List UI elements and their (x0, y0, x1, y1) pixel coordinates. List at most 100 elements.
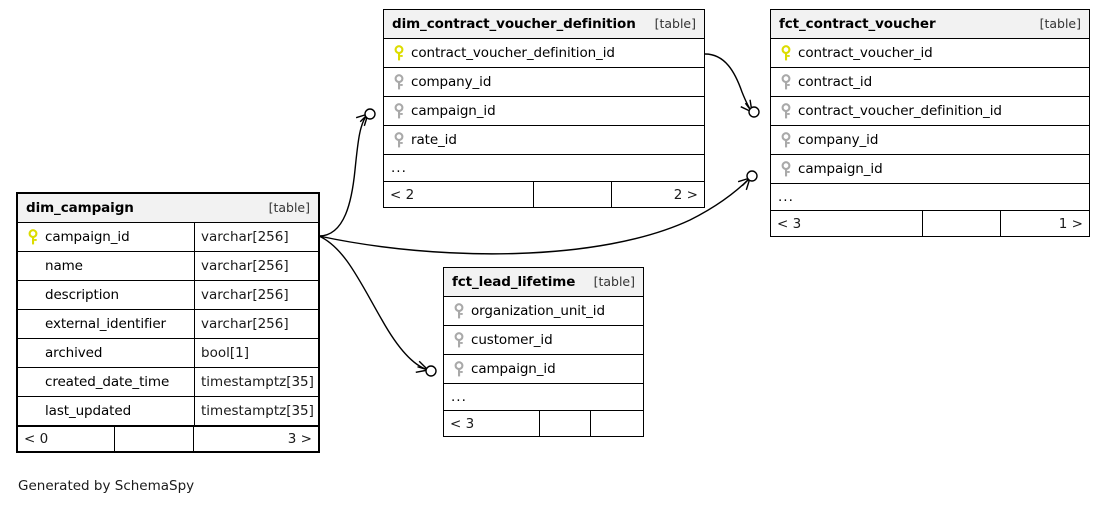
foreign-key-icon (391, 102, 407, 120)
key-placeholder (25, 382, 45, 383)
footer-middle (534, 182, 612, 207)
foreign-key-icon (778, 131, 794, 149)
table-fct-contract-voucher[interactable]: fct_contract_voucher [table] contract_vo… (770, 9, 1090, 237)
table-type-tag: [table] (268, 200, 310, 215)
table-footer: < 0 3 > (18, 426, 318, 451)
footer-child-count: 2 > (673, 186, 698, 203)
table-dim-campaign[interactable]: dim_campaign [table] campaign_id varchar… (16, 192, 320, 453)
column-name: customer_id (471, 332, 553, 348)
table-row[interactable]: campaign_id varchar[256] (18, 223, 318, 252)
table-row[interactable]: archived bool[1] (18, 339, 318, 368)
table-dim-contract-voucher-definition[interactable]: dim_contract_voucher_definition [table] … (383, 9, 705, 208)
edge-dim-contract-voucher-definition-to-fct-contract-voucher (704, 53, 760, 118)
table-header: fct_lead_lifetime [table] (444, 268, 643, 297)
column-name: last_updated (45, 403, 132, 419)
column-type: varchar[256] (194, 281, 318, 309)
more-columns-row: ... (444, 384, 643, 411)
column-name: contract_id (798, 74, 873, 90)
column-name: archived (45, 345, 103, 361)
column-name: contract_voucher_definition_id (411, 45, 615, 61)
table-row[interactable]: external_identifier varchar[256] (18, 310, 318, 339)
footer-parent-count: < 0 (18, 427, 115, 451)
table-row[interactable]: organization_unit_id (444, 297, 643, 326)
table-header: dim_contract_voucher_definition [table] (384, 10, 704, 39)
foreign-key-icon (451, 302, 467, 320)
primary-key-icon (25, 228, 41, 246)
column-type: varchar[256] (194, 310, 318, 338)
table-title: fct_lead_lifetime (452, 273, 576, 290)
key-placeholder (25, 353, 45, 354)
table-title: fct_contract_voucher (779, 15, 936, 32)
more-columns-ellipsis: ... (451, 389, 467, 405)
footer-child-count: 3 > (287, 431, 312, 447)
column-type: bool[1] (194, 339, 318, 367)
foreign-key-icon (778, 102, 794, 120)
table-row[interactable]: name varchar[256] (18, 252, 318, 281)
foreign-key-icon (451, 360, 467, 378)
foreign-key-icon (778, 73, 794, 91)
foreign-key-icon (391, 131, 407, 149)
foreign-key-icon (451, 331, 467, 349)
column-name: created_date_time (45, 374, 170, 390)
table-header: dim_campaign [table] (18, 194, 318, 223)
more-columns-row: ... (384, 155, 704, 182)
table-type-tag: [table] (654, 16, 696, 31)
table-row[interactable]: campaign_id (771, 155, 1089, 184)
footer-parent-count: < 3 (771, 211, 923, 236)
generated-by-credit: Generated by SchemaSpy (18, 478, 195, 494)
table-row[interactable]: created_date_time timestamptz[35] (18, 368, 318, 397)
table-fct-lead-lifetime[interactable]: fct_lead_lifetime [table] organization_u… (443, 267, 644, 437)
column-name: external_identifier (45, 316, 166, 332)
column-name: campaign_id (411, 103, 496, 119)
table-footer: < 2 2 > (384, 182, 704, 207)
footer-child-count (591, 411, 643, 436)
footer-middle (923, 211, 1001, 236)
column-name: campaign_id (471, 361, 556, 377)
table-title: dim_campaign (26, 199, 134, 216)
column-name: contract_voucher_definition_id (798, 103, 1002, 119)
table-type-tag: [table] (1039, 16, 1081, 31)
primary-key-icon (778, 44, 794, 62)
edge-dim-campaign-to-dim-contract-voucher-definition (318, 108, 376, 237)
key-placeholder (25, 411, 45, 412)
table-row[interactable]: company_id (384, 68, 704, 97)
column-name: campaign_id (45, 229, 130, 245)
column-name: campaign_id (798, 161, 883, 177)
table-row[interactable]: contract_voucher_definition_id (771, 97, 1089, 126)
table-row[interactable]: customer_id (444, 326, 643, 355)
column-name: company_id (411, 74, 492, 90)
table-row[interactable]: contract_voucher_id (771, 39, 1089, 68)
column-type: timestamptz[35] (194, 368, 318, 396)
table-row[interactable]: company_id (771, 126, 1089, 155)
column-name: organization_unit_id (471, 303, 605, 319)
table-row[interactable]: description varchar[256] (18, 281, 318, 310)
table-row[interactable]: last_updated timestamptz[35] (18, 397, 318, 426)
table-header: fct_contract_voucher [table] (771, 10, 1089, 39)
key-placeholder (25, 324, 45, 325)
more-columns-ellipsis: ... (778, 189, 794, 205)
table-title: dim_contract_voucher_definition (392, 15, 636, 32)
key-placeholder (25, 295, 45, 296)
table-footer: < 3 (444, 411, 643, 436)
footer-parent-count: < 2 (384, 182, 534, 207)
footer-child-count: 1 > (1058, 215, 1083, 232)
table-footer: < 3 1 > (771, 211, 1089, 236)
table-row[interactable]: campaign_id (444, 355, 643, 384)
foreign-key-icon (391, 73, 407, 91)
table-row[interactable]: contract_id (771, 68, 1089, 97)
column-type: timestamptz[35] (194, 397, 318, 425)
footer-middle (540, 411, 591, 436)
table-row[interactable]: contract_voucher_definition_id (384, 39, 704, 68)
table-row[interactable]: campaign_id (384, 97, 704, 126)
key-placeholder (25, 266, 45, 267)
column-name: rate_id (411, 132, 457, 148)
footer-parent-count: < 3 (444, 411, 540, 436)
column-name: company_id (798, 132, 879, 148)
more-columns-ellipsis: ... (391, 160, 407, 176)
primary-key-icon (391, 44, 407, 62)
edge-dim-campaign-to-fct-lead-lifetime (318, 235, 437, 377)
column-name: contract_voucher_id (798, 45, 933, 61)
table-row[interactable]: rate_id (384, 126, 704, 155)
column-type: varchar[256] (194, 223, 318, 251)
